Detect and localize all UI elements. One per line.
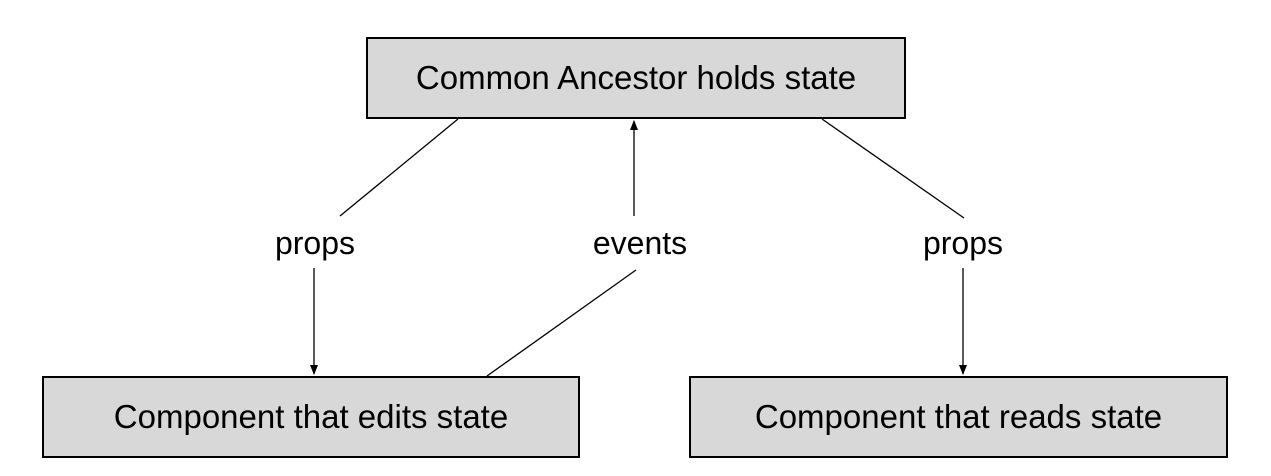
node-common-ancestor-label: Common Ancestor holds state: [415, 59, 857, 96]
connector-props-left-upper: [339, 118, 459, 217]
node-editor-component-label: Component that edits state: [113, 398, 509, 435]
edge-label-props-left: props: [274, 225, 356, 261]
node-reader-component-label: Component that reads state: [754, 398, 1163, 435]
connector-props-right-upper: [821, 118, 965, 219]
node-reader-component: Component that reads state: [689, 376, 1228, 458]
node-common-ancestor: Common Ancestor holds state: [366, 37, 906, 119]
connector-events-lower: [486, 269, 637, 377]
node-editor-component: Component that edits state: [42, 376, 580, 458]
edge-label-events: events: [592, 225, 688, 261]
edge-label-props-right: props: [922, 225, 1004, 261]
